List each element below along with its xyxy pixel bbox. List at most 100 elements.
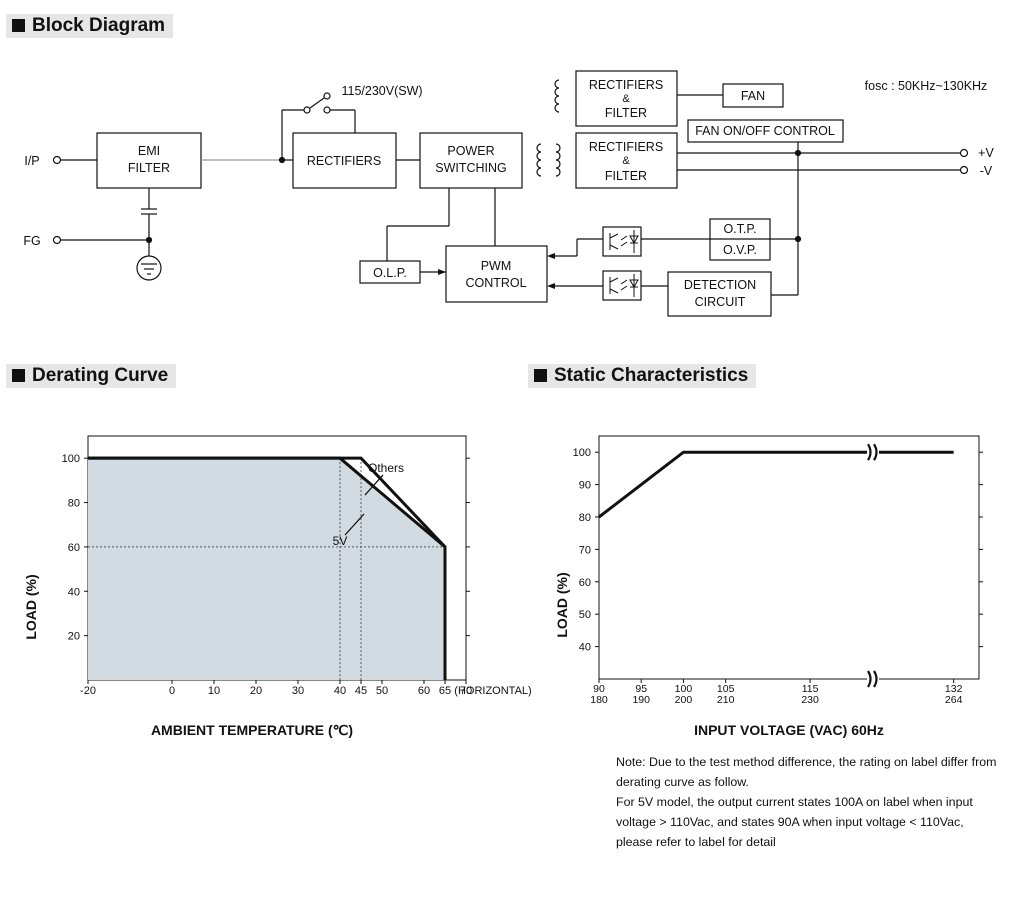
derating-area-5v	[88, 458, 445, 680]
switch-label: 115/230V(SW)	[341, 84, 422, 98]
x-tick-label: -20	[80, 685, 96, 697]
annotation-leader	[344, 513, 365, 536]
x-tick-label: 65	[439, 685, 451, 697]
section-static: Static Characteristics	[528, 364, 757, 388]
x-tick-label: 70	[460, 685, 472, 697]
block-diagram: I/P FG EMI FILTER 115/230V(SW) RECTIFIER…	[23, 70, 994, 317]
derating-ylabel: LOAD (%)	[23, 574, 39, 639]
note-line: For 5V model, the output current states …	[616, 795, 973, 809]
x-tick-label: 30	[292, 685, 304, 697]
axis-break-icon	[867, 670, 878, 688]
x-tick-label-2: 200	[675, 694, 693, 706]
pwm-control-box	[445, 245, 548, 303]
fosc-label: fosc : 50KHz~130KHz	[865, 79, 988, 93]
ip-terminal	[52, 155, 62, 165]
pwm-label: PWM	[481, 259, 512, 273]
fg-label: FG	[23, 234, 40, 248]
section-marker-icon	[12, 369, 25, 382]
y-tick-label: 60	[68, 542, 80, 554]
note-line: derating curve as follow.	[616, 775, 749, 789]
fan-control-label: FAN ON/OFF CONTROL	[695, 124, 835, 138]
power-switching-box	[419, 132, 523, 189]
section-title: Derating Curve	[32, 365, 169, 386]
emi-label: EMI	[138, 144, 160, 158]
y-tick-label: 20	[68, 631, 80, 643]
series-line-others	[88, 456, 447, 680]
x-tick-label-2: 180	[590, 694, 608, 706]
x-tick-label-2: 264	[945, 694, 963, 706]
rectifiers-filter-out-box	[575, 132, 678, 189]
vminus-label: -V	[980, 164, 993, 178]
derating-axes: -20 0 10 20 30 40 45 50 60 65 70 20 40 60 80 100	[62, 435, 472, 697]
axis-break-icon	[867, 443, 878, 461]
rf-fan-label-amp: &	[622, 93, 630, 105]
section-marker-icon	[534, 369, 547, 382]
switching-label: SWITCHING	[435, 161, 507, 175]
note-line: Note: Due to the test method difference,…	[616, 755, 997, 769]
fg-terminal	[52, 235, 62, 245]
derating-xlabel: AMBIENT TEMPERATURE (℃)	[151, 722, 353, 738]
x-tick-label: 10	[208, 685, 220, 697]
rf-fan-label-1: RECTIFIERS	[589, 78, 663, 92]
derating-marks: Others 5V	[88, 456, 447, 680]
derating-frame	[87, 435, 467, 681]
earth-icon	[136, 255, 162, 281]
x-tick-label: 20	[250, 685, 262, 697]
x-tick-label: 45	[355, 685, 367, 697]
y-tick-label: 100	[62, 453, 80, 465]
y-tick-label: 70	[579, 544, 591, 556]
annotation-leader	[364, 474, 384, 496]
detection-circuit-box	[667, 271, 772, 317]
section-marker-icon	[12, 19, 25, 32]
static-axes: 9018095190100200105210115230132264405060…	[573, 435, 983, 706]
section-title: Static Characteristics	[554, 365, 749, 386]
x-tick-label: 132	[945, 683, 963, 695]
x-tick-label: 50	[376, 685, 388, 697]
static-ylabel: LOAD (%)	[554, 572, 570, 637]
section-derating: Derating Curve	[6, 364, 177, 388]
note-text: Note: Due to the test method difference,…	[616, 752, 1016, 852]
y-tick-label: 40	[68, 586, 80, 598]
y-tick-label: 50	[579, 609, 591, 621]
y-tick-label: 60	[579, 577, 591, 589]
static-marks	[598, 443, 954, 688]
filter-label: FILTER	[128, 161, 170, 175]
rf-out-label-1: RECTIFIERS	[589, 140, 663, 154]
ovp-label: O.V.P.	[723, 243, 757, 257]
vplus-terminal	[959, 148, 969, 158]
note-line: voltage > 110Vac, and states 90A when in…	[616, 815, 964, 829]
vplus-label: +V	[978, 146, 994, 160]
static-frame	[598, 435, 980, 680]
section-title: Block Diagram	[32, 15, 166, 36]
x-tick-label: 40	[334, 685, 346, 697]
y-tick-label: 80	[579, 512, 591, 524]
x-tick-label: 60	[418, 685, 430, 697]
annotation-5v: 5V	[333, 534, 348, 548]
y-tick-label: 40	[579, 642, 591, 654]
rectifiers-filter-fan-box	[575, 70, 678, 127]
y-tick-label: 90	[579, 480, 591, 492]
x-tick-label-2: 210	[717, 694, 735, 706]
x-tick-label: 115	[802, 683, 819, 695]
fan-label: FAN	[741, 89, 765, 103]
fan-control-box	[687, 119, 844, 143]
axis-break-mask	[867, 443, 879, 462]
x-tick-label: 100	[675, 683, 693, 695]
section-block-diagram: Block Diagram	[6, 14, 174, 38]
circuit-label: CIRCUIT	[695, 295, 746, 309]
rf-out-label-2: FILTER	[605, 169, 647, 183]
derating-x-suffix: (HORIZONTAL)	[454, 685, 531, 697]
optocoupler-icon	[602, 226, 642, 257]
otp-label: O.T.P.	[723, 222, 756, 236]
x-tick-label: 0	[169, 685, 175, 697]
x-tick-label: 105	[717, 683, 735, 695]
x-tick-label-2: 230	[801, 694, 819, 706]
axis-break-mask	[867, 670, 879, 688]
annotation-others: Others	[368, 461, 404, 475]
power-label: POWER	[447, 144, 494, 158]
y-tick-label: 80	[68, 498, 80, 510]
series-line-load	[598, 450, 954, 519]
x-tick-label: 95	[635, 683, 647, 695]
fan-box	[722, 83, 784, 108]
note-line: please refer to label for detail	[616, 835, 776, 849]
